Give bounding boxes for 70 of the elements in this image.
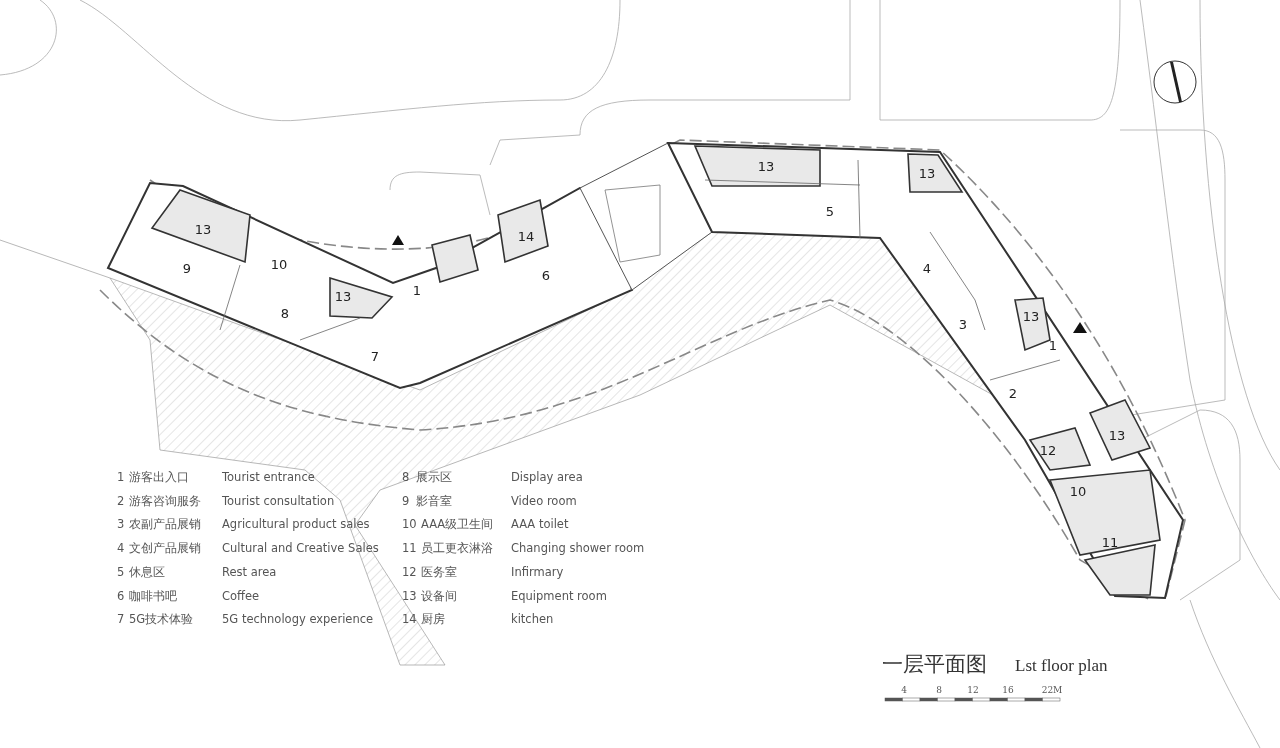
room-number: 4 (922, 261, 932, 275)
room-number: 1 (1048, 338, 1058, 352)
key-number: 5 (117, 566, 125, 579)
key-number: 13 (402, 590, 417, 602)
room-number: 10 (270, 257, 288, 271)
room-name: 员工更衣淋浴 (421, 543, 493, 555)
room-name: 展示区 (416, 472, 452, 484)
key-number: 7 (117, 614, 125, 626)
key-number: 14 (402, 614, 417, 626)
room-number: 1 (412, 283, 422, 297)
plan-title: 一层平面图 (882, 654, 987, 675)
scale-label: 16 (1002, 686, 1014, 695)
room-name-english: Cultural and Creative Sales (222, 543, 379, 555)
room-name-english: Tourist consultation (222, 495, 335, 508)
room-number: 7 (370, 349, 380, 363)
room-name: 医务室 (421, 566, 457, 579)
room-name: 农副产品展销 (129, 519, 201, 531)
room-number: 13 (194, 222, 212, 236)
key-number: 11 (402, 543, 417, 555)
room-number: 5 (825, 204, 835, 218)
plan-title: Lst floor plan (1015, 657, 1108, 674)
room-number: 13 (757, 159, 775, 173)
scale-label: 12 (967, 686, 979, 695)
room-name-english: kitchen (511, 614, 554, 626)
room-number: 13 (1108, 428, 1126, 442)
room-name-english: Video room (511, 495, 577, 508)
room-name: 5G技术体验 (129, 614, 194, 626)
room-name: 厨房 (421, 614, 445, 626)
room-name: 游客咨询服务 (129, 495, 201, 508)
room-name-english: Display area (511, 472, 583, 484)
room-name-english: Tourist entrance (222, 472, 315, 484)
room-number: 13 (334, 289, 352, 303)
room-number: 12 (1039, 443, 1057, 457)
key-number: 8 (402, 472, 410, 484)
room-number: 9 (182, 261, 192, 275)
key-number: 1 (117, 472, 125, 484)
room-name: 文创产品展销 (129, 543, 201, 555)
scale-label: 22M (1041, 686, 1063, 695)
room-number: 8 (280, 306, 290, 320)
room-name-english: Rest area (222, 566, 277, 579)
room-name: 游客出入口 (129, 472, 189, 484)
room-number: 10 (1069, 484, 1087, 498)
room-name-english: AAA toilet (511, 519, 569, 531)
room-name: AAA级卫生间 (421, 519, 494, 531)
key-number: 9 (402, 495, 410, 508)
room-name: 影音室 (416, 495, 452, 508)
key-number: 10 (402, 519, 417, 531)
room-number: 13 (1022, 309, 1040, 323)
key-number: 12 (402, 566, 417, 579)
room-name-english: Agricultural product sales (222, 519, 370, 531)
room-number: 13 (918, 166, 936, 180)
room-name: 设备间 (421, 590, 457, 602)
room-number: 2 (1008, 386, 1018, 400)
scale-label: 4 (901, 686, 907, 695)
room-name-english: 5G technology experience (222, 614, 374, 626)
key-number: 4 (117, 543, 125, 555)
room-number: 6 (541, 268, 551, 282)
room-number: 3 (958, 317, 968, 331)
key-number: 2 (117, 495, 125, 508)
room-name-english: Infirmary (511, 566, 564, 579)
room-number: 14 (517, 229, 535, 243)
room-name: 休息区 (129, 566, 165, 579)
room-name-english: Coffee (222, 590, 260, 602)
room-name-english: Changing shower room (511, 543, 645, 555)
key-number: 3 (117, 519, 125, 531)
room-number: 11 (1101, 535, 1119, 549)
room-name-english: Equipment room (511, 590, 607, 602)
room-name: 咖啡书吧 (129, 590, 177, 602)
key-number: 6 (117, 590, 125, 602)
scale-label: 8 (936, 686, 942, 695)
